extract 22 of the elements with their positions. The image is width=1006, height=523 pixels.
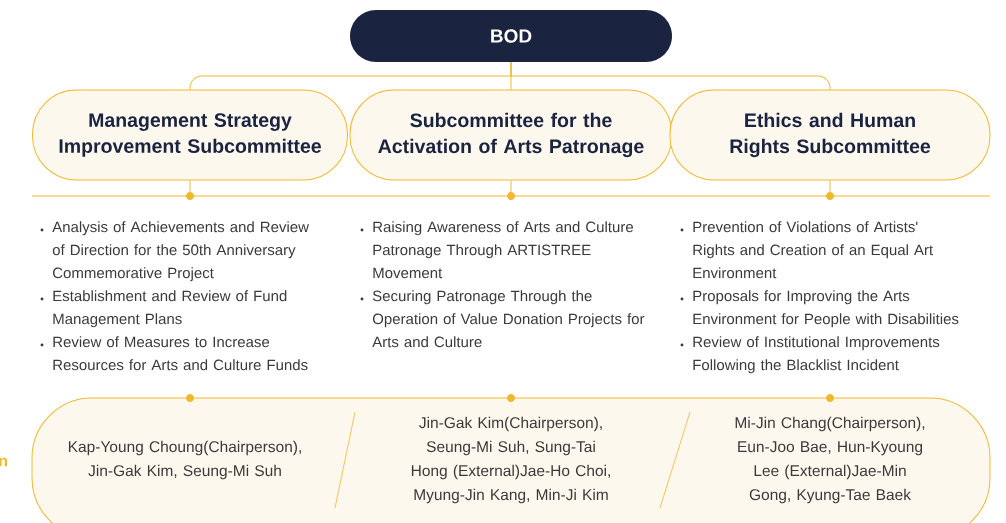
connector-line — [510, 61, 831, 90]
bus-line — [32, 192, 990, 200]
bullet-item: Review of Measures to Increase Resources for Arts and Culture Funds — [40, 336, 308, 371]
bullet-item: Establishment and Review of Fund Management Plans — [40, 290, 287, 328]
member-list: Jin-Gak Kim(Chairperson), Seung-Mi Suh, Sung-Tai Hong (External)Jae-Ho Choi, Myung-Jin Kang, Min-Ji Kim — [411, 416, 610, 504]
subcommittee-pill: Ethics and Human Rights Subcommittee — [669, 89, 991, 181]
connector-line — [189, 180, 191, 196]
bullet-item: Review of Institutional Improvements Following the Blacklist Incident — [680, 336, 940, 374]
board-box: BOD — [350, 10, 672, 62]
member-band — [31, 397, 991, 523]
bullet-item: Prevention of Violations of Artists' Rights and Creation of an Equal Art Environment — [680, 221, 933, 279]
member-list: Kap-Young Choung(Chairperson), Jin-Gak Kim, Seung-Mi Suh — [68, 440, 301, 480]
connector-line — [829, 180, 831, 196]
cut-off-text: n — [0, 457, 7, 467]
subcommittee-pill: Management Strategy Improvement Subcommittee — [32, 89, 348, 181]
bullet-item: Proposals for Improving the Arts Environment for People with Disabilities — [680, 290, 959, 328]
member-list: Mi-Jin Chang(Chairperson), Eun-Joo Bae, Hun-Kyoung Lee (External)Jae-Min Gong, Kyung-Tae Baek — [735, 416, 925, 504]
subcommittee-pill: Subcommittee for the Activation of Arts Patronage — [349, 89, 673, 181]
bullet-item: Securing Patronage Through the Operation of Value Donation Projects for Arts and Culture — [360, 290, 645, 348]
bullet-item: Analysis of Achievements and Review of Direction for the 50th Anniversary Commemorative Project — [40, 221, 309, 282]
connector-line — [510, 180, 512, 196]
bullet-item: Raising Awareness of Arts and Culture Patronage Through ARTISTREE Movement — [360, 221, 633, 279]
